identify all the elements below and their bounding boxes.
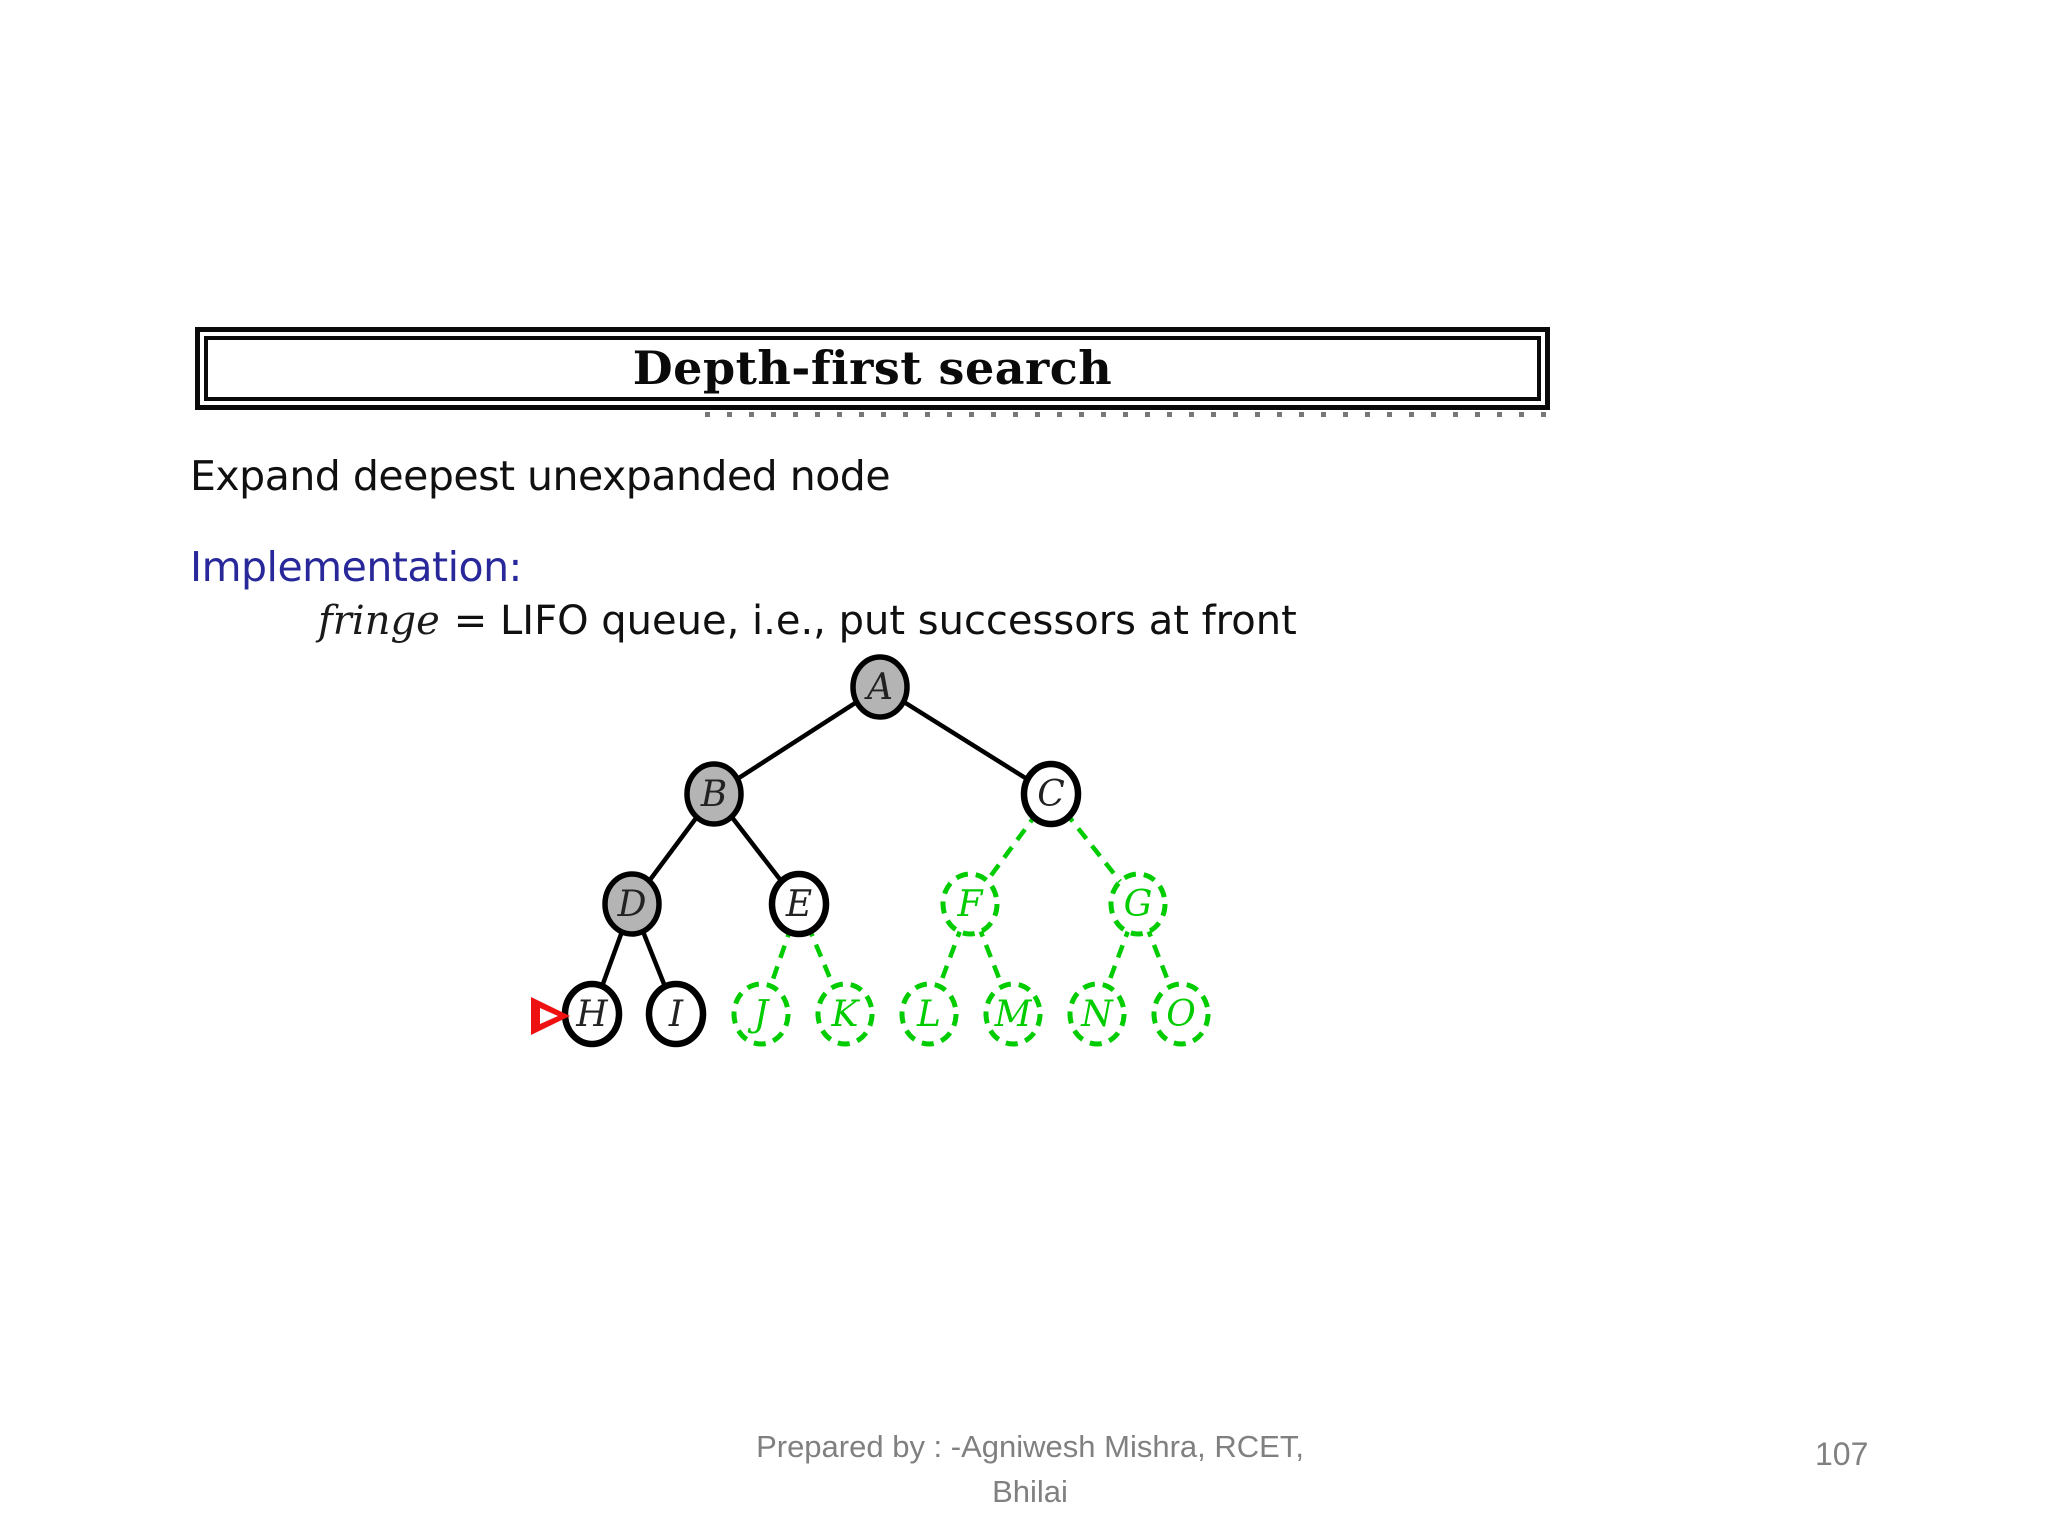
tree-node-E: E	[768, 870, 830, 938]
tree-node-I: I	[645, 980, 707, 1048]
title-box-dotted-underline	[705, 412, 1548, 417]
tree-node-circle-M	[983, 981, 1043, 1047]
footer-credit: Prepared by : -Agniwesh Mishra, RCET, Bh…	[700, 1424, 1360, 1514]
tree-node-N: N	[1067, 981, 1127, 1047]
footer-credit-line1: Prepared by : -Agniwesh Mishra, RCET,	[756, 1429, 1304, 1464]
tree-node-A: A	[850, 654, 910, 720]
tree-node-B: B	[684, 761, 744, 827]
tree-node-label-K: K	[831, 994, 861, 1035]
tree-node-circle-J	[731, 981, 791, 1047]
tree-node-circle-O	[1151, 981, 1211, 1047]
fringe-math-word: fringe	[318, 598, 440, 644]
fringe-line: fringe = LIFO queue, i.e., put successor…	[318, 598, 1297, 644]
tree-edge-A-C	[878, 685, 1053, 796]
tree-node-label-L: L	[916, 994, 941, 1035]
tree-node-M: M	[983, 981, 1043, 1047]
tree-node-label-E: E	[785, 884, 812, 925]
tree-node-circle-L	[899, 981, 959, 1047]
tree-node-K: K	[815, 981, 875, 1047]
fringe-definition: = LIFO queue, i.e., put successors at fr…	[453, 598, 1297, 644]
tree-node-label-I: I	[668, 994, 684, 1035]
tree-node-H: H	[561, 980, 623, 1048]
tree-node-circle-E	[768, 870, 830, 938]
tree-node-label-H: H	[575, 994, 608, 1035]
footer-credit-line2: Bhilai	[992, 1474, 1068, 1509]
expand-deepest-line: Expand deepest unexpanded node	[190, 452, 891, 500]
tree-node-circle-D	[602, 871, 662, 937]
tree-node-circle-B	[684, 761, 744, 827]
tree-edge-A-B	[712, 685, 882, 796]
tree-node-circle-G	[1108, 871, 1168, 937]
tree-node-label-O: O	[1166, 994, 1196, 1035]
tree-node-G: G	[1108, 871, 1168, 937]
tree-node-D: D	[602, 871, 662, 937]
tree-node-F: F	[940, 871, 1000, 937]
tree-node-label-F: F	[957, 884, 985, 925]
tree-node-O: O	[1151, 981, 1211, 1047]
tree-node-label-C: C	[1037, 774, 1065, 815]
tree-node-J: J	[731, 981, 791, 1047]
tree-node-label-G: G	[1124, 884, 1153, 925]
tree-node-label-N: N	[1080, 994, 1114, 1035]
implementation-label: Implementation:	[190, 543, 522, 591]
slide-title-box: Depth-first search	[195, 327, 1550, 410]
tree-node-circle-F	[940, 871, 1000, 937]
tree-node-circle-K	[815, 981, 875, 1047]
tree-node-circle-C	[1020, 760, 1082, 828]
tree-node-C: C	[1020, 760, 1082, 828]
tree-node-label-M: M	[994, 994, 1033, 1035]
tree-node-label-B: B	[700, 774, 727, 815]
tree-node-L: L	[899, 981, 959, 1047]
tree-node-circle-I	[645, 980, 707, 1048]
tree-node-label-D: D	[617, 884, 647, 925]
current-node-pointer-inner	[540, 1008, 558, 1024]
tree-node-circle-A	[850, 654, 910, 720]
slide-title: Depth-first search	[632, 340, 1113, 395]
tree-node-label-A: A	[864, 667, 893, 708]
page-number: 107	[1815, 1436, 1869, 1472]
slide-title-box-inner: Depth-first search	[204, 336, 1541, 401]
tree-node-circle-N	[1067, 981, 1127, 1047]
